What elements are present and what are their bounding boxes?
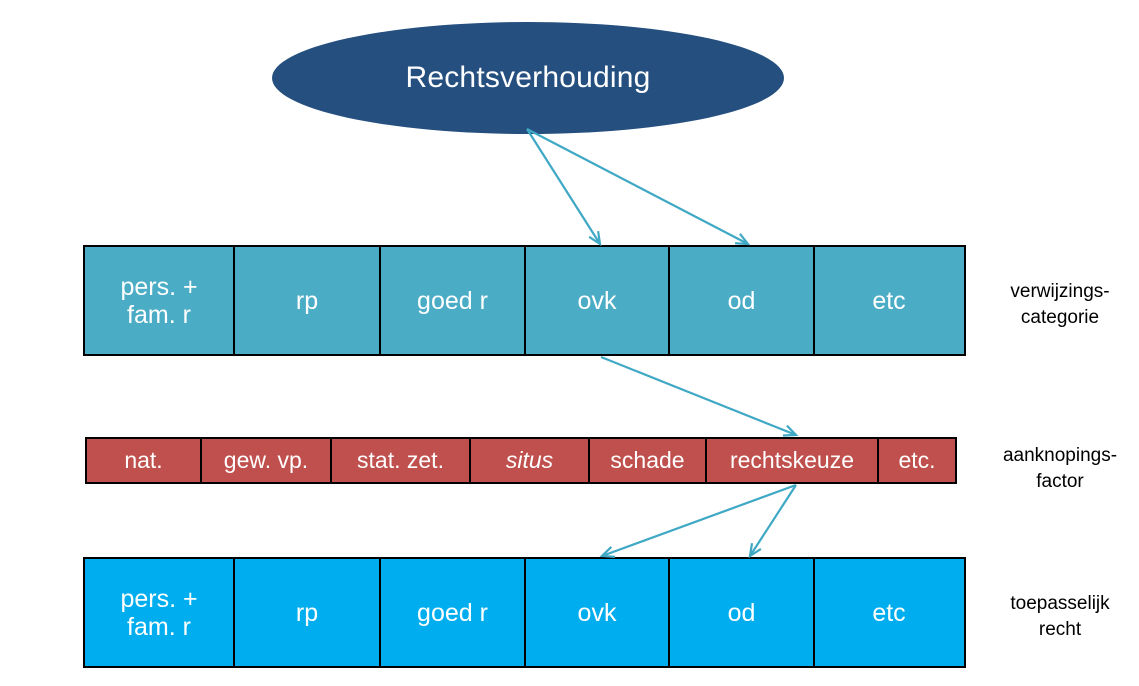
- connector-line-rechtskeuze-to-od-recht: [749, 484, 797, 557]
- cell-pers-fam-r-categorie[interactable]: pers. +fam. r: [83, 245, 235, 356]
- cell-label: rechtskeuze: [729, 446, 854, 473]
- cell-label: goed r: [417, 286, 488, 315]
- cell-goed-r-recht[interactable]: goed r: [379, 557, 526, 668]
- cell-label: rp: [295, 598, 319, 627]
- side-label-verwijzingscategorie: verwijzings- categorie: [980, 279, 1139, 330]
- cell-label: goed r: [417, 598, 488, 627]
- node-rechtsverhouding-label: Rechtsverhouding: [405, 61, 651, 94]
- cell-goed-r-categorie[interactable]: goed r: [379, 245, 526, 356]
- connector-arrowhead-rechtsverhouding-to-od: [734, 233, 751, 246]
- side-label-toepasselijk-recht: toepasselijk recht: [980, 591, 1139, 642]
- cell-label: pers. +fam. r: [120, 584, 198, 641]
- cell-etc-categorie[interactable]: etc: [812, 245, 966, 356]
- cell-od-categorie[interactable]: od: [668, 245, 815, 356]
- cell-label: situs: [505, 446, 554, 473]
- row-toepasselijk-recht: pers. +fam. r rp goed r ovk od etc: [83, 557, 968, 668]
- side-label-line2: recht: [1038, 618, 1082, 640]
- side-label-line2: factor: [1036, 470, 1084, 492]
- connector-line-ovk-to-rechtskeuze: [600, 355, 797, 437]
- side-label-line1: toepasselijk: [1010, 593, 1110, 614]
- cell-pers-fam-r-recht[interactable]: pers. +fam. r: [83, 557, 235, 668]
- cell-od-recht[interactable]: od: [668, 557, 815, 668]
- cell-schade[interactable]: schade: [588, 437, 707, 484]
- cell-ovk-categorie[interactable]: ovk: [523, 245, 671, 356]
- cell-rp-categorie[interactable]: rp: [232, 245, 382, 356]
- connector-arrowhead-rechtsverhouding-to-ovk: [588, 230, 602, 247]
- cell-label: schade: [610, 446, 685, 473]
- cell-label: od: [727, 286, 756, 315]
- connector-line-rechtskeuze-to-ovk-recht: [601, 483, 797, 558]
- node-rechtsverhouding[interactable]: Rechtsverhouding: [272, 22, 784, 134]
- cell-label: ovk: [577, 598, 617, 627]
- cell-nat[interactable]: nat.: [85, 437, 202, 484]
- side-label-line2: categorie: [1020, 306, 1100, 328]
- connector-arrowhead-rechtskeuze-to-od-recht: [748, 542, 762, 559]
- cell-label: pers. +fam. r: [120, 272, 198, 329]
- cell-label: stat. zet.: [357, 446, 444, 473]
- connector-line-rechtsverhouding-to-ovk: [526, 128, 601, 245]
- row-aanknopingsfactor: nat. gew. vp. stat. zet. situs schade re…: [85, 437, 960, 484]
- side-label-line1: verwijzings-: [1010, 281, 1110, 302]
- side-label-line1: aanknopings-: [1002, 445, 1118, 466]
- cell-gew-vp[interactable]: gew. vp.: [199, 437, 333, 484]
- cell-label: etc: [872, 598, 906, 627]
- cell-label: gew. vp.: [223, 446, 309, 473]
- connector-arrowhead-rechtskeuze-to-ovk-recht: [599, 546, 616, 558]
- cell-label: od: [727, 598, 756, 627]
- row-verwijzingscategorie: pers. +fam. r rp goed r ovk od etc: [83, 245, 968, 356]
- connector-line-rechtsverhouding-to-od: [526, 128, 749, 245]
- cell-rechtskeuze[interactable]: rechtskeuze: [704, 437, 880, 484]
- cell-etc-recht[interactable]: etc: [812, 557, 966, 668]
- cell-ovk-recht[interactable]: ovk: [523, 557, 671, 668]
- cell-label: etc.: [898, 446, 936, 473]
- cell-label: nat.: [124, 446, 163, 473]
- cell-label: etc: [872, 286, 906, 315]
- cell-label: ovk: [577, 286, 617, 315]
- cell-rp-recht[interactable]: rp: [232, 557, 382, 668]
- cell-etc-factor[interactable]: etc.: [877, 437, 957, 484]
- cell-stat-zet[interactable]: stat. zet.: [330, 437, 471, 484]
- connector-arrowhead-ovk-to-rechtskeuze: [782, 424, 799, 437]
- cell-label: rp: [295, 286, 319, 315]
- side-label-aanknopingsfactor: aanknopings- factor: [980, 443, 1139, 494]
- cell-situs[interactable]: situs: [468, 437, 591, 484]
